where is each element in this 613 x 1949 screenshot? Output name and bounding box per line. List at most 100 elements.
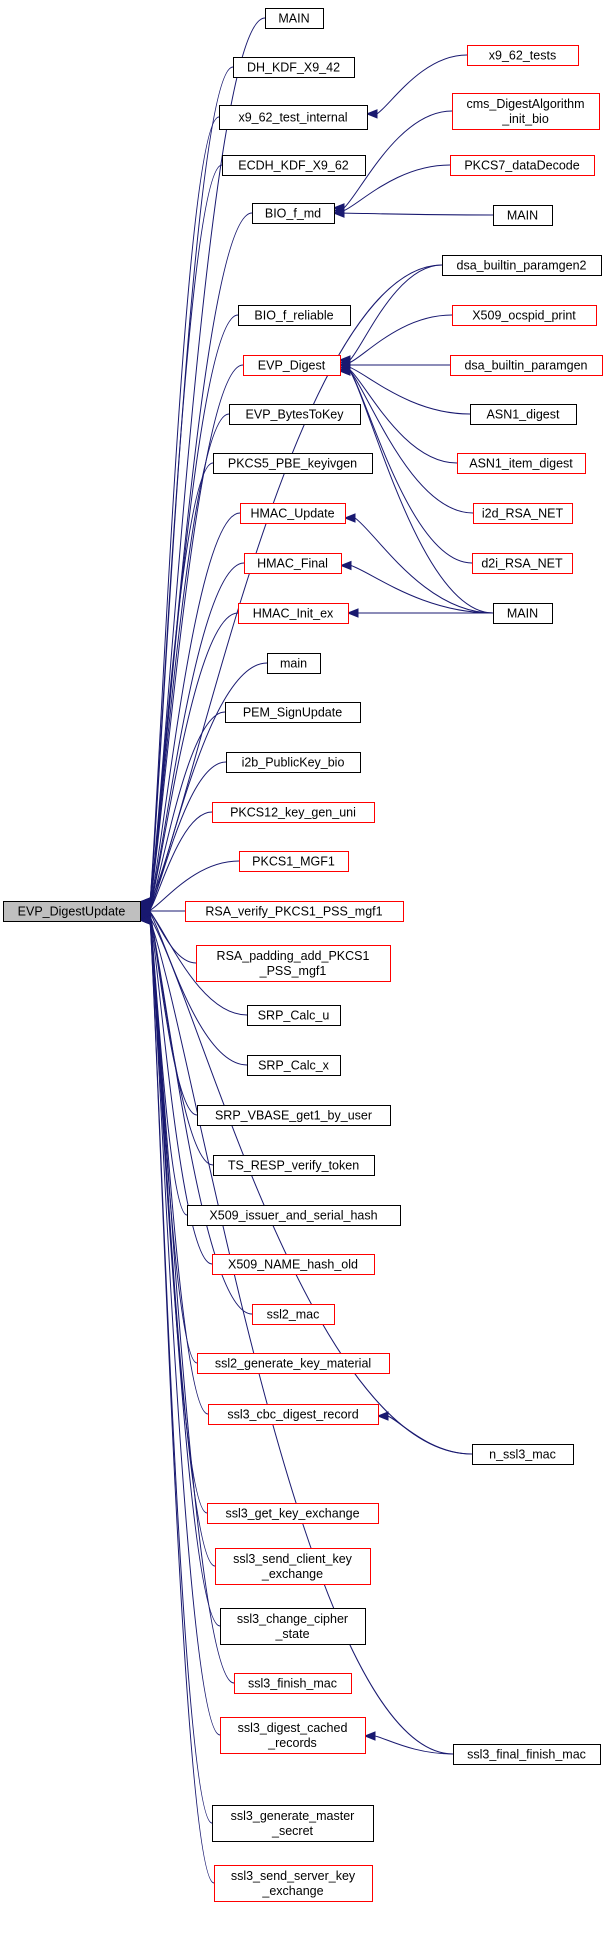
node-evpdigest[interactable]: EVP_Digest [243,355,341,376]
node-label: i2d_RSA_NET [482,507,564,521]
node-label: _state [274,1627,309,1641]
node-box [212,1254,375,1275]
node-hmacfin[interactable]: HMAC_Final [244,553,342,574]
edge-x509nho-to-root [149,915,213,1265]
node-box [238,305,351,326]
node-srpvb[interactable]: SRP_VBASE_get1_by_user [197,1105,391,1126]
node-box [219,105,368,130]
node-box [234,1673,352,1694]
node-pkcs1mgf[interactable]: PKCS1_MGF1 [239,851,349,872]
node-biofrel[interactable]: BIO_f_reliable [238,305,351,326]
node-cmsdig[interactable]: cms_DigestAlgorithm_init_bio [452,93,600,130]
node-hmacinit[interactable]: HMAC_Init_ex [238,603,349,624]
node-ssl2gkm[interactable]: ssl2_generate_key_material [197,1353,390,1374]
arrowhead [363,1731,376,1741]
node-box [226,752,361,773]
node-pemsign[interactable]: PEM_SignUpdate [225,702,361,723]
node-box [493,205,553,226]
node-main2[interactable]: MAIN [493,205,553,226]
node-hmacupd[interactable]: HMAC_Update [240,503,346,524]
node-dsabpg2[interactable]: dsa_builtin_paramgen2 [442,255,602,276]
node-ssl3gms[interactable]: ssl3_generate_master_secret [212,1805,374,1842]
node-ssl3ssk[interactable]: ssl3_send_server_key_exchange [214,1865,373,1902]
edge-biofmd-to-root [149,212,253,903]
node-d2irsa[interactable]: d2i_RSA_NET [472,553,573,574]
node-main3[interactable]: MAIN [493,603,553,624]
node-x509nho[interactable]: X509_NAME_hash_old [212,1254,375,1275]
node-rsaverify[interactable]: RSA_verify_PKCS1_PSS_mgf1 [185,901,404,922]
node-label: _exchange [261,1567,323,1581]
edge-ssl3fm-to-root [149,919,235,1684]
edge-ssl3ssk-to-root [149,919,215,1884]
node-box [233,57,355,78]
node-box [442,255,602,276]
node-box [472,553,573,574]
node-pkcs7dd[interactable]: PKCS7_dataDecode [450,155,595,176]
arrowhead [343,513,356,523]
node-box [457,453,586,474]
node-root[interactable]: EVP_DigestUpdate [3,901,141,922]
node-box [207,1503,379,1524]
node-pkcs12[interactable]: PKCS12_key_gen_uni [212,802,375,823]
node-tsresp[interactable]: TS_RESP_verify_token [213,1155,375,1176]
node-label: _records [267,1736,317,1750]
node-box [222,155,366,176]
node-asn1item[interactable]: ASN1_item_digest [457,453,586,474]
node-box [453,1744,601,1765]
node-label: SRP_Calc_u [258,1009,330,1023]
node-label: d2i_RSA_NET [481,557,563,571]
node-x962ti[interactable]: x9_62_test_internal [219,105,368,130]
node-ssl3ccs[interactable]: ssl3_change_cipher_state [220,1608,366,1645]
node-dsabpg[interactable]: dsa_builtin_paramgen [450,355,603,376]
node-asn1dig[interactable]: ASN1_digest [470,404,577,425]
edge-x962ti-to-root [149,116,220,903]
node-label: ssl3_send_client_key [233,1552,353,1566]
node-rsapad[interactable]: RSA_padding_add_PKCS1_PSS_mgf1 [196,945,391,982]
edge-main3-to-evpdigest [349,370,494,614]
edge-main3-to-hmacfin [350,565,494,614]
node-x509ocsp[interactable]: X509_ocspid_print [452,305,597,326]
node-label: SRP_Calc_x [258,1059,330,1073]
node-box [214,1865,373,1902]
node-box [212,1805,374,1842]
arrowhead [346,608,359,618]
node-x509isn[interactable]: X509_issuer_and_serial_hash [187,1205,401,1226]
node-box [247,1055,341,1076]
node-i2drsa[interactable]: i2d_RSA_NET [473,503,573,524]
edge-pkcs1mgf-to-root [149,860,240,911]
node-pkcs5[interactable]: PKCS5_PBE_keyivgen [213,453,373,474]
arrowhead [376,1411,389,1421]
node-box [240,503,346,524]
node-ssl3sck[interactable]: ssl3_send_client_key_exchange [215,1548,371,1585]
node-label: PKCS1_MGF1 [252,855,335,869]
node-dhkdf[interactable]: DH_KDF_X9_42 [233,57,355,78]
node-srpx[interactable]: SRP_Calc_x [247,1055,341,1076]
node-box [239,851,349,872]
node-box [452,305,597,326]
node-ssl3ffm[interactable]: ssl3_final_finish_mac [453,1744,601,1765]
arrowhead [365,109,378,119]
node-main1[interactable]: MAIN [265,8,324,29]
node-ecdhkdf[interactable]: ECDH_KDF_X9_62 [222,155,366,176]
node-label: MAIN [278,12,309,26]
node-srpu[interactable]: SRP_Calc_u [247,1005,341,1026]
node-ssl3cbc[interactable]: ssl3_cbc_digest_record [208,1404,379,1425]
node-ssl2mac[interactable]: ssl2_mac [252,1304,335,1325]
node-label: ASN1_digest [487,408,560,422]
edge-i2bpub-to-root [149,761,227,910]
node-box [197,1105,391,1126]
node-label: ssl3_change_cipher [237,1612,348,1626]
node-label: PKCS12_key_gen_uni [230,806,356,820]
node-x962t[interactable]: x9_62_tests [467,45,579,66]
node-label: PKCS7_dataDecode [464,159,579,173]
node-evpb2k[interactable]: EVP_BytesToKey [229,404,361,425]
node-biofmd[interactable]: BIO_f_md [252,203,335,224]
node-ssl3dcr[interactable]: ssl3_digest_cached_records [220,1717,366,1754]
edge-main2-to-biofmd [343,212,494,216]
node-mainlc[interactable]: main [267,653,321,674]
node-i2bpub[interactable]: i2b_PublicKey_bio [226,752,361,773]
node-ssl3fm[interactable]: ssl3_finish_mac [234,1673,352,1694]
node-ssl3gke[interactable]: ssl3_get_key_exchange [207,1503,379,1524]
node-label: ssl3_cbc_digest_record [227,1408,358,1422]
node-nssl3mac[interactable]: n_ssl3_mac [472,1444,574,1465]
